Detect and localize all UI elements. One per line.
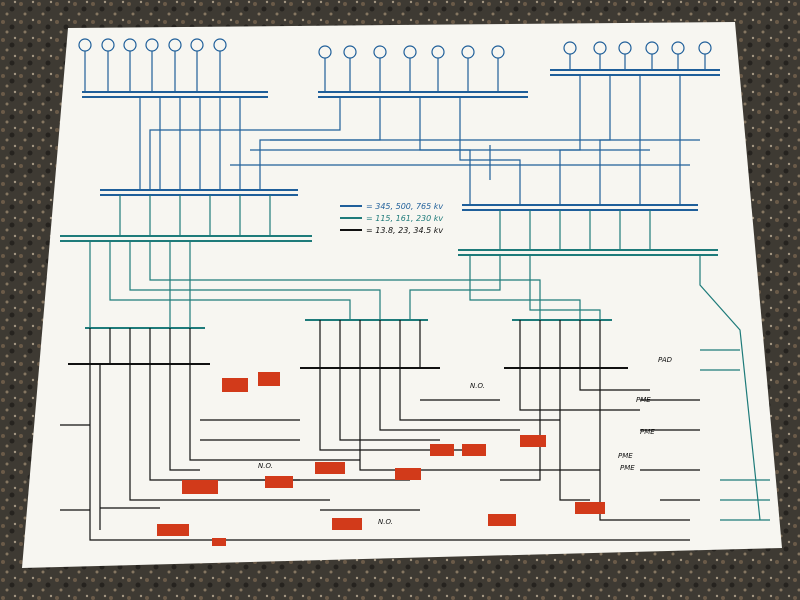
legend-label-mv: = 115, 161, 230 kv xyxy=(366,214,443,223)
pme-label-3: PME xyxy=(618,452,633,460)
pme-label-2: PME xyxy=(640,428,655,436)
pme-label-1: PME xyxy=(636,396,651,404)
mv-teal-section xyxy=(60,195,770,521)
red-breaker-groups xyxy=(157,372,605,546)
legend-label-lv: = 13.8, 23, 34.5 kv xyxy=(366,226,443,235)
paper-sheet xyxy=(22,22,782,568)
no-label-2: N.O. xyxy=(470,382,485,390)
legend: = 345, 500, 765 kv = 115, 161, 230 kv = … xyxy=(340,202,443,235)
no-label-1: N.O. xyxy=(258,462,273,470)
legend-label-hv: = 345, 500, 765 kv xyxy=(366,202,443,211)
lv-black-section xyxy=(60,320,700,541)
hv-blue-section xyxy=(78,38,720,211)
pme-label-4: PME xyxy=(620,464,635,472)
no-label-3: N.O. xyxy=(378,518,393,526)
pad-label: PAD xyxy=(658,356,673,364)
annotations: N.O. N.O. N.O. PAD PME PME PME PME xyxy=(258,356,673,526)
